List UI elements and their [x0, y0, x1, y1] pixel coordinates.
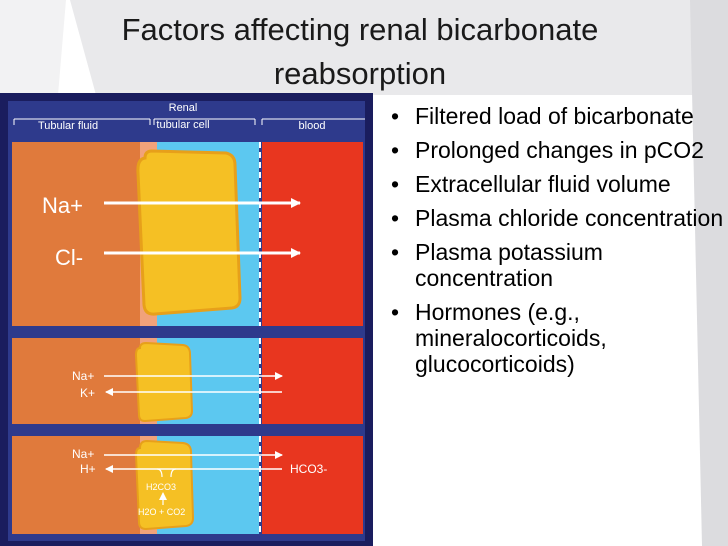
- slide-title: Factors affecting renal bicarbonate reab…: [60, 8, 660, 96]
- panel-nah: Na+ H+ HCO3- H2CO3 H2O + CO2: [12, 436, 363, 534]
- bullet-icon: •: [391, 205, 400, 231]
- list-item: • Filtered load of bicarbonate: [383, 103, 728, 129]
- panel-nacl: Na+ Cl-: [12, 142, 363, 326]
- label-na-1: Na+: [42, 193, 83, 218]
- title-line-1: Factors affecting renal bicarbonate: [121, 12, 599, 47]
- bullet-icon: •: [391, 137, 400, 163]
- tubular-cell-body: [136, 149, 242, 316]
- label-hco3: HCO3-: [290, 462, 327, 476]
- list-item-text: Plasma chloride concentration: [415, 205, 724, 231]
- header-cell-line1: Renal: [169, 102, 198, 114]
- label-h2o-co2: H2O + CO2: [138, 507, 185, 517]
- list-item: • Prolonged changes in pCO2: [383, 137, 728, 163]
- list-item-text: Prolonged changes in pCO2: [415, 137, 704, 163]
- list-item-text: Hormones (e.g., mineralocorticoids, gluc…: [415, 299, 607, 377]
- list-item-text: Extracellular fluid volume: [415, 171, 671, 197]
- label-h: H+: [80, 462, 96, 476]
- factor-list: • Filtered load of bicarbonate • Prolonged…: [383, 103, 728, 385]
- bullet-icon: •: [391, 171, 400, 197]
- bullet-icon: •: [391, 299, 400, 325]
- title-line-2: reabsorption: [273, 56, 447, 91]
- list-item: • Plasma chloride concentration: [383, 205, 728, 231]
- header-cell-line2: tubular cell: [156, 119, 209, 131]
- list-item-text: Plasma potassium concentration: [415, 239, 603, 291]
- list-item: • Hormones (e.g., mineralocorticoids, glu…: [383, 299, 728, 377]
- label-cl: Cl-: [55, 245, 83, 270]
- label-k: K+: [80, 386, 95, 400]
- bullet-icon: •: [391, 239, 400, 265]
- label-na-3: Na+: [72, 447, 94, 461]
- header-blood: blood: [299, 120, 326, 132]
- label-h2co3: H2CO3: [146, 482, 176, 492]
- bullet-icon: •: [391, 103, 400, 129]
- header-tubular-fluid: Tubular fluid: [38, 120, 98, 132]
- diagram-header: Tubular fluid Renal tubular cell blood: [13, 102, 365, 132]
- list-item-text: Filtered load of bicarbonate: [415, 103, 694, 129]
- list-item: • Plasma potassium concentration: [383, 239, 728, 291]
- renal-diagram: Tubular fluid Renal tubular cell blood N…: [0, 93, 373, 546]
- label-na-2: Na+: [72, 369, 94, 383]
- list-item: • Extracellular fluid volume: [383, 171, 728, 197]
- panel-nak: Na+ K+: [12, 338, 363, 424]
